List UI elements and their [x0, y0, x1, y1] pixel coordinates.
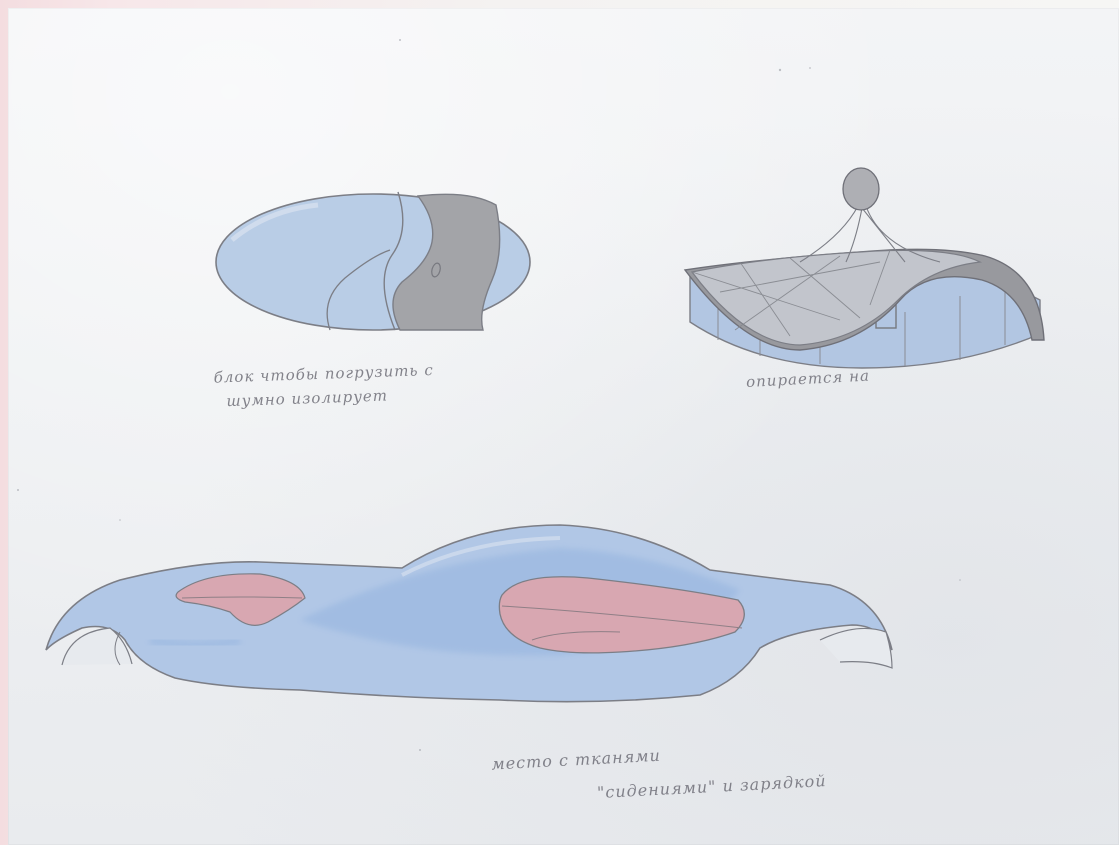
- canopy-pavilion-sketch: [685, 168, 1044, 368]
- wave-bench-sketch: [46, 525, 892, 702]
- oval-pod-sketch: [216, 192, 530, 330]
